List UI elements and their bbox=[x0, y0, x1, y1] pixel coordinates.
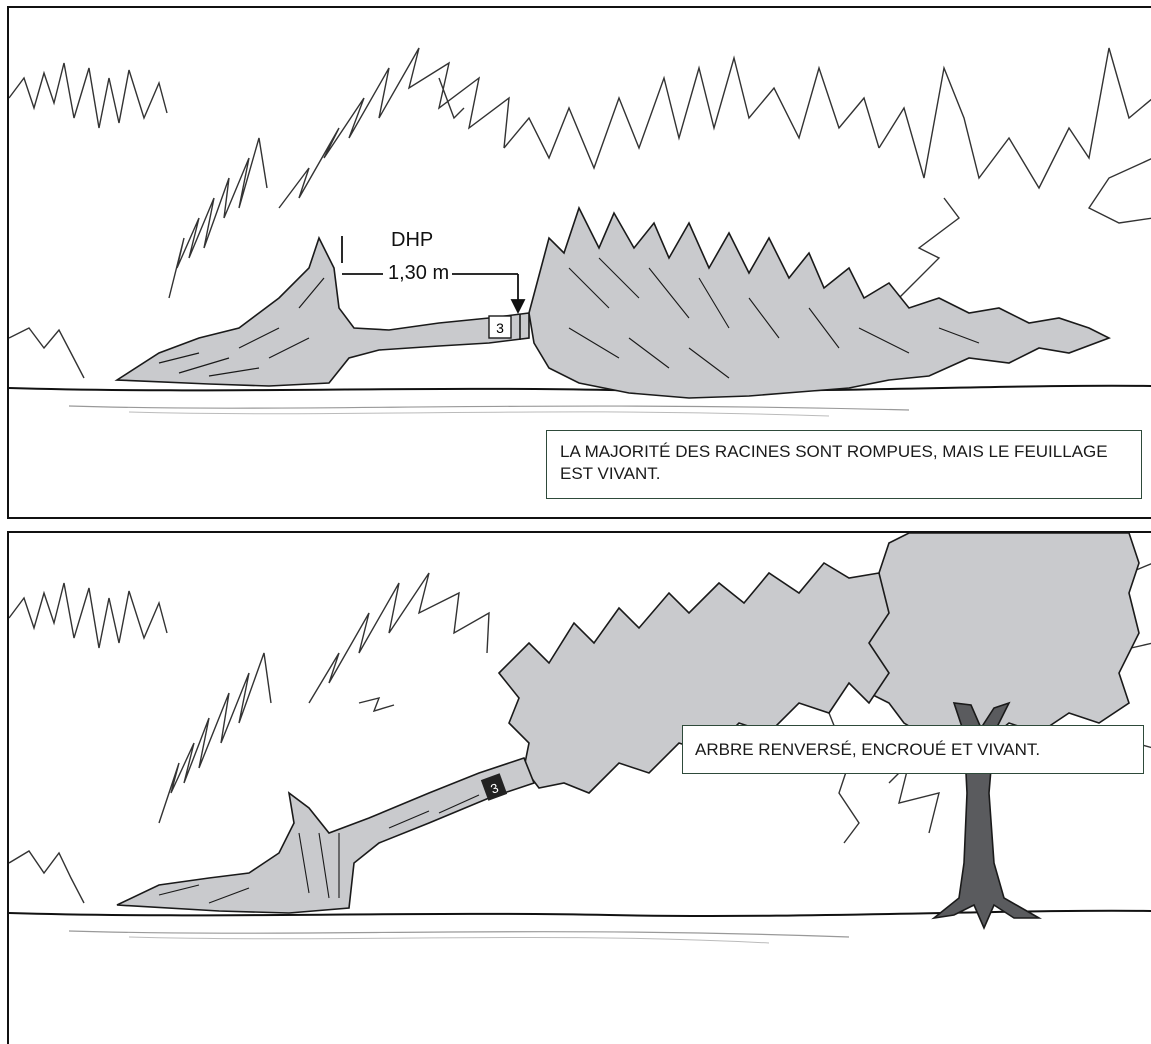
dhp-height-value: 1,30 m bbox=[385, 262, 452, 285]
panel2-caption: ARBRE RENVERSÉ, ENCROUÉ ET VIVANT. bbox=[682, 725, 1144, 774]
leaning-trunk-and-roots: 3 bbox=[117, 758, 534, 913]
panel1-caption: LA MAJORITÉ DES RACINES SONT ROMPUES, MA… bbox=[546, 430, 1142, 499]
panel-uprooted-tree: 3 DHP 1,30 m LA MAJORITÉ DES RACINES SON… bbox=[7, 6, 1151, 519]
panel2-illustration: 3 bbox=[9, 533, 1151, 1044]
svg-text:3: 3 bbox=[496, 320, 504, 336]
ground-line bbox=[9, 386, 1151, 391]
fallen-crown bbox=[529, 208, 1109, 398]
dhp-title: DHP bbox=[391, 229, 433, 252]
panel-leaning-tree: 3 ARBRE RENVERSÉ, ENCROUÉ ET VIVANT. bbox=[7, 531, 1151, 1044]
